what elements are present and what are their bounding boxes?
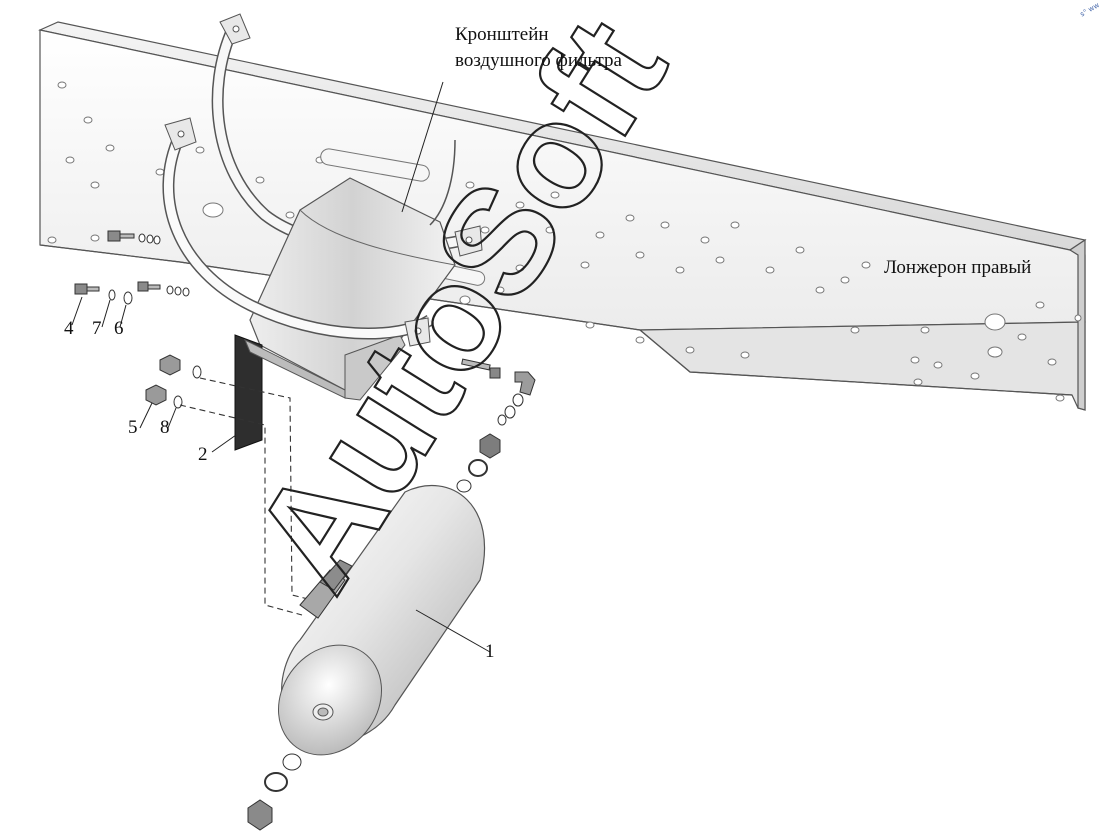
callout-5: 5 [128,417,138,438]
drain-parts [247,753,302,831]
fasteners-left [74,230,202,409]
rail-holes [47,81,1082,402]
air-filter-bracket [162,13,483,451]
corner-mark: s° ww [1079,1,1100,18]
callout-1: 1 [485,641,495,662]
frame-rail [38,21,1087,411]
rail-label: Лонжерон правый [884,257,1031,278]
callout-2: 2 [198,444,208,465]
callout-7: 7 [92,318,102,339]
callout-8: 8 [160,417,170,438]
air-tank [277,484,486,756]
leader-lines [71,81,491,653]
fittings-right [456,358,536,493]
bracket-label-line1: Кронштейн [455,24,549,45]
callout-4: 4 [64,318,74,339]
bolt [107,230,161,245]
mount-guide-upper [199,377,313,601]
bracket-label-line2: воздушного фильтра [455,50,622,71]
callout-6: 6 [114,318,124,339]
mount-guide-lower [179,404,303,616]
